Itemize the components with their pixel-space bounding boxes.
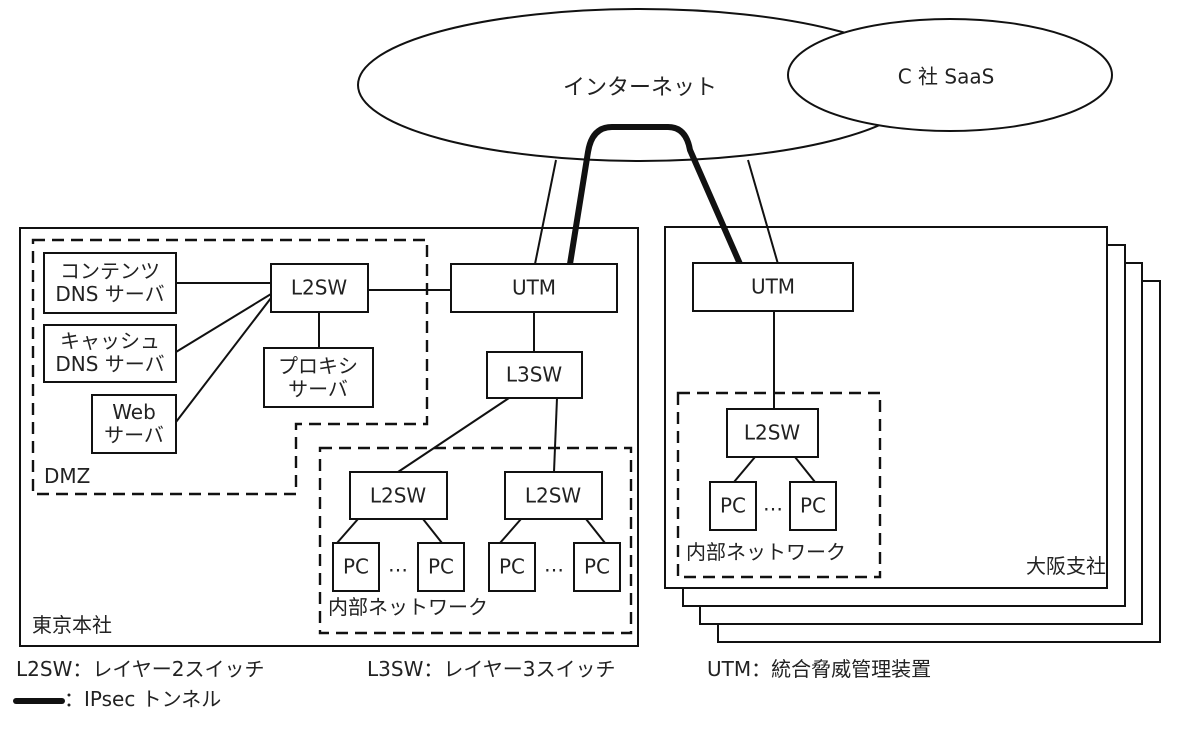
tokyo-l3sw-label: L3SW <box>505 362 563 387</box>
tokyo-internal-l2sw-right <box>504 471 603 520</box>
content-dns-label-line1: コンテンツ <box>60 259 160 283</box>
osaka-internal-zone <box>676 391 882 579</box>
cache-dns-label: キャッシュ DNS サーバ <box>55 330 164 376</box>
osaka-pc-label: PC <box>719 493 747 518</box>
osaka-l2sw-label: L2SW <box>743 420 801 445</box>
tokyo-pc <box>417 542 465 592</box>
dmz-l2sw-label: L2SW <box>290 275 348 300</box>
link-web-l2sw <box>175 297 272 423</box>
tokyo-l3sw <box>486 351 583 399</box>
tokyo-internal-label: 内部ネットワーク <box>328 595 488 619</box>
tokyo-internal-l2sw-left <box>349 471 448 520</box>
proxy-label-line1: プロキシ <box>278 354 358 378</box>
link-l2sw-pc <box>585 518 606 544</box>
tokyo-pc-label: PC <box>498 554 526 579</box>
web-server-label-line2: サーバ <box>104 423 164 447</box>
tokyo-l2sw-left-label: L2SW <box>369 483 427 508</box>
saas-cloud <box>787 18 1113 132</box>
legend-ipsec: ：IPsec トンネル <box>64 687 222 711</box>
proxy-server-label: プロキシ サーバ <box>278 355 358 401</box>
osaka-pc-ellipsis: … <box>763 491 783 516</box>
osaka-internal-l2sw <box>726 408 819 458</box>
legend-l3sw: L3SW：レイヤー3スイッチ <box>367 657 616 681</box>
dmz-label: DMZ <box>44 464 91 488</box>
link-l3sw-l2sw-left <box>397 397 510 473</box>
link-l3sw-l2sw-right <box>553 397 558 473</box>
proxy-label-line2: サーバ <box>288 377 348 401</box>
tokyo-utm <box>450 263 618 313</box>
tokyo-pc <box>488 542 536 592</box>
osaka-pc <box>789 481 837 531</box>
link-l2sw-pc <box>336 518 359 544</box>
link-cachedns-l2sw <box>175 293 272 353</box>
saas-label: C 社 SaaS <box>897 64 995 89</box>
tokyo-internet-link <box>534 159 557 265</box>
osaka-pc <box>709 481 757 531</box>
link-l2sw-pc <box>422 518 443 544</box>
link-osaka-l2sw-pc <box>794 456 816 483</box>
osaka-internet-link <box>747 159 779 265</box>
web-server <box>91 394 177 454</box>
web-server-label-line1: Web <box>112 400 156 424</box>
dmz-l2sw <box>270 263 369 313</box>
proxy-server <box>263 347 374 408</box>
dmz-zone <box>31 238 429 496</box>
osaka-internal-label: 内部ネットワーク <box>686 540 846 564</box>
ipsec-tunnel <box>567 124 743 267</box>
cache-dns-label-line2: DNS サーバ <box>55 352 165 376</box>
osaka-branch-label: 大阪支社 <box>1026 554 1106 578</box>
tokyo-internal-zone <box>318 446 633 635</box>
tokyo-pc-ellipsis: … <box>388 552 408 577</box>
tokyo-pc-ellipsis: … <box>544 552 564 577</box>
tokyo-pc-label: PC <box>342 554 370 579</box>
content-dns-label: コンテンツ DNS サーバ <box>55 260 164 306</box>
osaka-pc-label: PC <box>799 493 827 518</box>
tokyo-utm-label: UTM <box>511 275 557 300</box>
web-server-label: Web サーバ <box>104 401 164 447</box>
tokyo-l2sw-right-label: L2SW <box>524 483 582 508</box>
cache-dns-label-line1: キャッシュ <box>60 329 160 353</box>
legend-utm: UTM：統合脅威管理装置 <box>707 657 932 681</box>
internet-label: インターネット <box>562 75 718 101</box>
tokyo-pc-label: PC <box>583 554 611 579</box>
osaka-utm-label: UTM <box>750 274 796 299</box>
tokyo-hq-label: 東京本社 <box>32 613 112 637</box>
cache-dns-server <box>43 324 177 383</box>
link-osaka-l2sw-pc <box>733 456 756 483</box>
osaka-utm <box>692 262 854 312</box>
link-l2sw-pc <box>499 518 522 544</box>
content-dns-server <box>43 252 177 314</box>
legend-l2sw: L2SW：レイヤー2スイッチ <box>16 657 265 681</box>
tokyo-pc <box>332 542 380 592</box>
tokyo-pc-label: PC <box>427 554 455 579</box>
tokyo-pc <box>573 542 621 592</box>
content-dns-label-line2: DNS サーバ <box>55 282 165 306</box>
